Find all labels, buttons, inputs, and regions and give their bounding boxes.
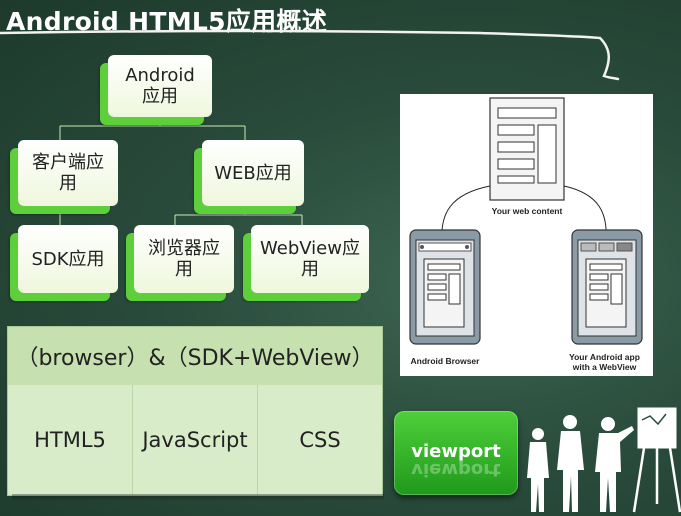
tech-table: （browser）&（SDK+WebView） HTML5 JavaScript… bbox=[7, 326, 383, 496]
tree-node-label: SDK应用 bbox=[31, 248, 105, 270]
tree-node-label: 浏览器应 用 bbox=[148, 238, 220, 280]
tech-cell-html5: HTML5 bbox=[8, 385, 133, 495]
tech-cell-css: CSS bbox=[299, 428, 341, 452]
android-app-phone bbox=[571, 229, 643, 345]
web-content-caption: Your web content bbox=[491, 206, 563, 216]
tree-node-browser-app: 浏览器应 用 bbox=[134, 225, 234, 293]
viewport-button-label: viewport bbox=[411, 441, 501, 462]
table-shadow bbox=[12, 494, 384, 501]
tree-node-label: Android 应用 bbox=[125, 65, 195, 107]
android-app-caption: Your Android app with a WebView bbox=[569, 352, 640, 372]
android-browser-caption: Android Browser bbox=[410, 356, 480, 366]
tech-table-header: （browser）&（SDK+WebView） bbox=[16, 346, 374, 371]
tree-node-label: 客户端应 用 bbox=[32, 152, 104, 194]
tree-node-client-app: 客户端应 用 bbox=[18, 140, 118, 206]
android-browser-phone bbox=[409, 229, 481, 345]
tech-cell-javascript: JavaScript bbox=[133, 385, 258, 495]
viewport-button-reflection: viewport bbox=[411, 459, 501, 480]
tree-node-label: WebView应 用 bbox=[260, 238, 360, 280]
webview-figure-drawing bbox=[409, 97, 643, 345]
tree-node-android-app: Android 应用 bbox=[108, 55, 212, 117]
tree-node-webview-app: WebView应 用 bbox=[251, 225, 369, 293]
tree-node-sdk-app: SDK应用 bbox=[18, 225, 118, 293]
web-content-page bbox=[489, 97, 565, 201]
tech-table-body: HTML5 JavaScript CSS bbox=[8, 385, 382, 495]
tree-node-label: WEB应用 bbox=[214, 162, 292, 184]
viewport-button[interactable]: viewport viewport bbox=[394, 411, 518, 495]
chalk-underline bbox=[0, 29, 620, 81]
webview-figure: Your web content Android Browser Your An… bbox=[400, 94, 653, 376]
presenter-silhouettes-illustration bbox=[527, 407, 681, 513]
tree-node-web-app: WEB应用 bbox=[202, 140, 304, 206]
